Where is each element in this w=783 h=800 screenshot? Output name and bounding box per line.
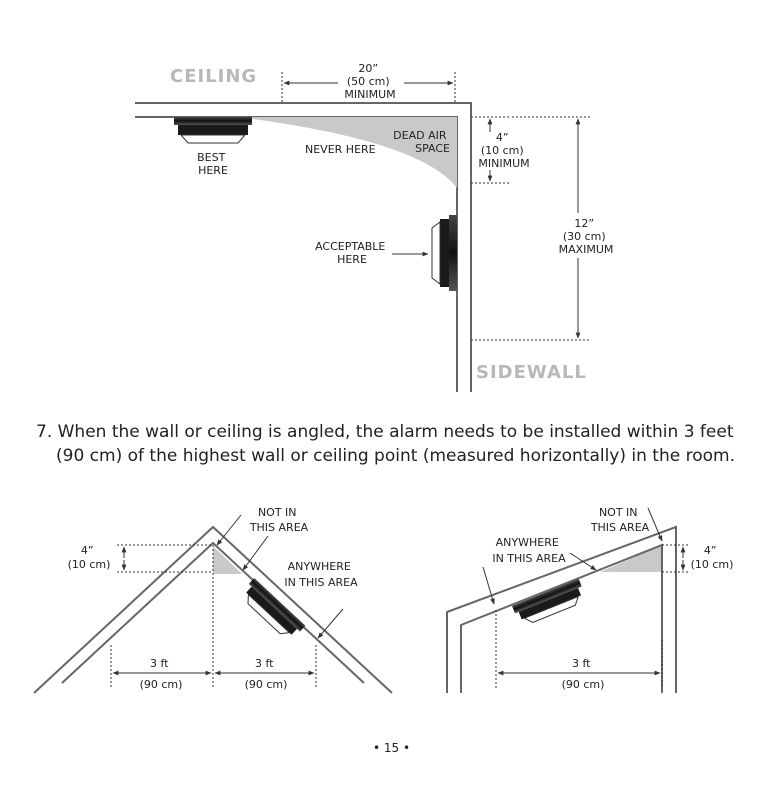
right-span-label: 3 ft (90 cm) — [245, 657, 288, 691]
depth-label: 4” (10 cm) — [68, 544, 111, 571]
peaked-ceiling-diagram: 4” (10 cm) NOT IN THIS AREA ANYWHERE IN … — [33, 506, 393, 694]
left-span-label: 3 ft (90 cm) — [140, 657, 183, 691]
anywhere-label: ANYWHERE IN THIS AREA — [492, 536, 566, 565]
instruction-line-1: 7. When the wall or ceiling is angled, t… — [36, 422, 734, 442]
not-in-label: NOT IN THIS AREA — [249, 506, 309, 534]
outer-wall-line — [135, 102, 472, 392]
ceiling-label: CEILING — [170, 66, 257, 87]
anywhere-arrow — [482, 566, 495, 605]
best-here-label: BEST HERE — [197, 151, 229, 177]
never-here-label: NEVER HERE — [305, 143, 376, 156]
outer-wall-line — [446, 525, 677, 693]
outer-roof-line — [33, 525, 393, 694]
wall-min-label: 4” (10 cm) MINIMUM — [478, 131, 529, 170]
angled-smoke-alarm — [246, 578, 306, 635]
dead-air-label: DEAD AIR SPACE — [393, 129, 450, 155]
acceptable-here-label: ACCEPTABLE HERE — [315, 240, 389, 266]
not-in-arrow — [242, 535, 269, 571]
not-in-arrow — [216, 514, 242, 546]
wall-max-label: 12” (30 cm) MAXIMUM — [559, 217, 614, 256]
sidewall-label: SIDEWALL — [476, 362, 587, 383]
not-in-arrow — [647, 507, 663, 542]
no-install-zone — [213, 546, 242, 574]
ceiling-sidewall-diagram: CEILING SIDEWALL 20” (50 cm) MINIMUM BES… — [135, 62, 613, 392]
instruction-line-2: (90 cm) of the highest wall or ceiling p… — [56, 446, 735, 466]
page-number: • 15 • — [372, 741, 411, 755]
min-distance-label: 20” (50 cm) MINIMUM — [344, 62, 395, 101]
wall-smoke-alarm — [431, 215, 457, 291]
not-in-label: NOT IN THIS AREA — [590, 506, 650, 534]
instruction-text: 7. When the wall or ceiling is angled, t… — [36, 420, 766, 468]
sloped-ceiling-diagram: 4” (10 cm) NOT IN THIS AREA ANYWHERE IN … — [446, 506, 734, 693]
depth-label: 4” (10 cm) — [691, 544, 734, 571]
angled-smoke-alarm — [511, 579, 582, 624]
span-label: 3 ft (90 cm) — [562, 657, 605, 691]
anywhere-arrow — [317, 608, 344, 639]
dead-air-space — [238, 117, 457, 188]
inner-wall-line — [460, 543, 663, 693]
anywhere-arrow — [569, 552, 597, 571]
inner-roof-line — [61, 541, 365, 684]
anywhere-label: ANYWHERE IN THIS AREA — [284, 560, 358, 589]
ceiling-smoke-alarm — [174, 117, 252, 144]
